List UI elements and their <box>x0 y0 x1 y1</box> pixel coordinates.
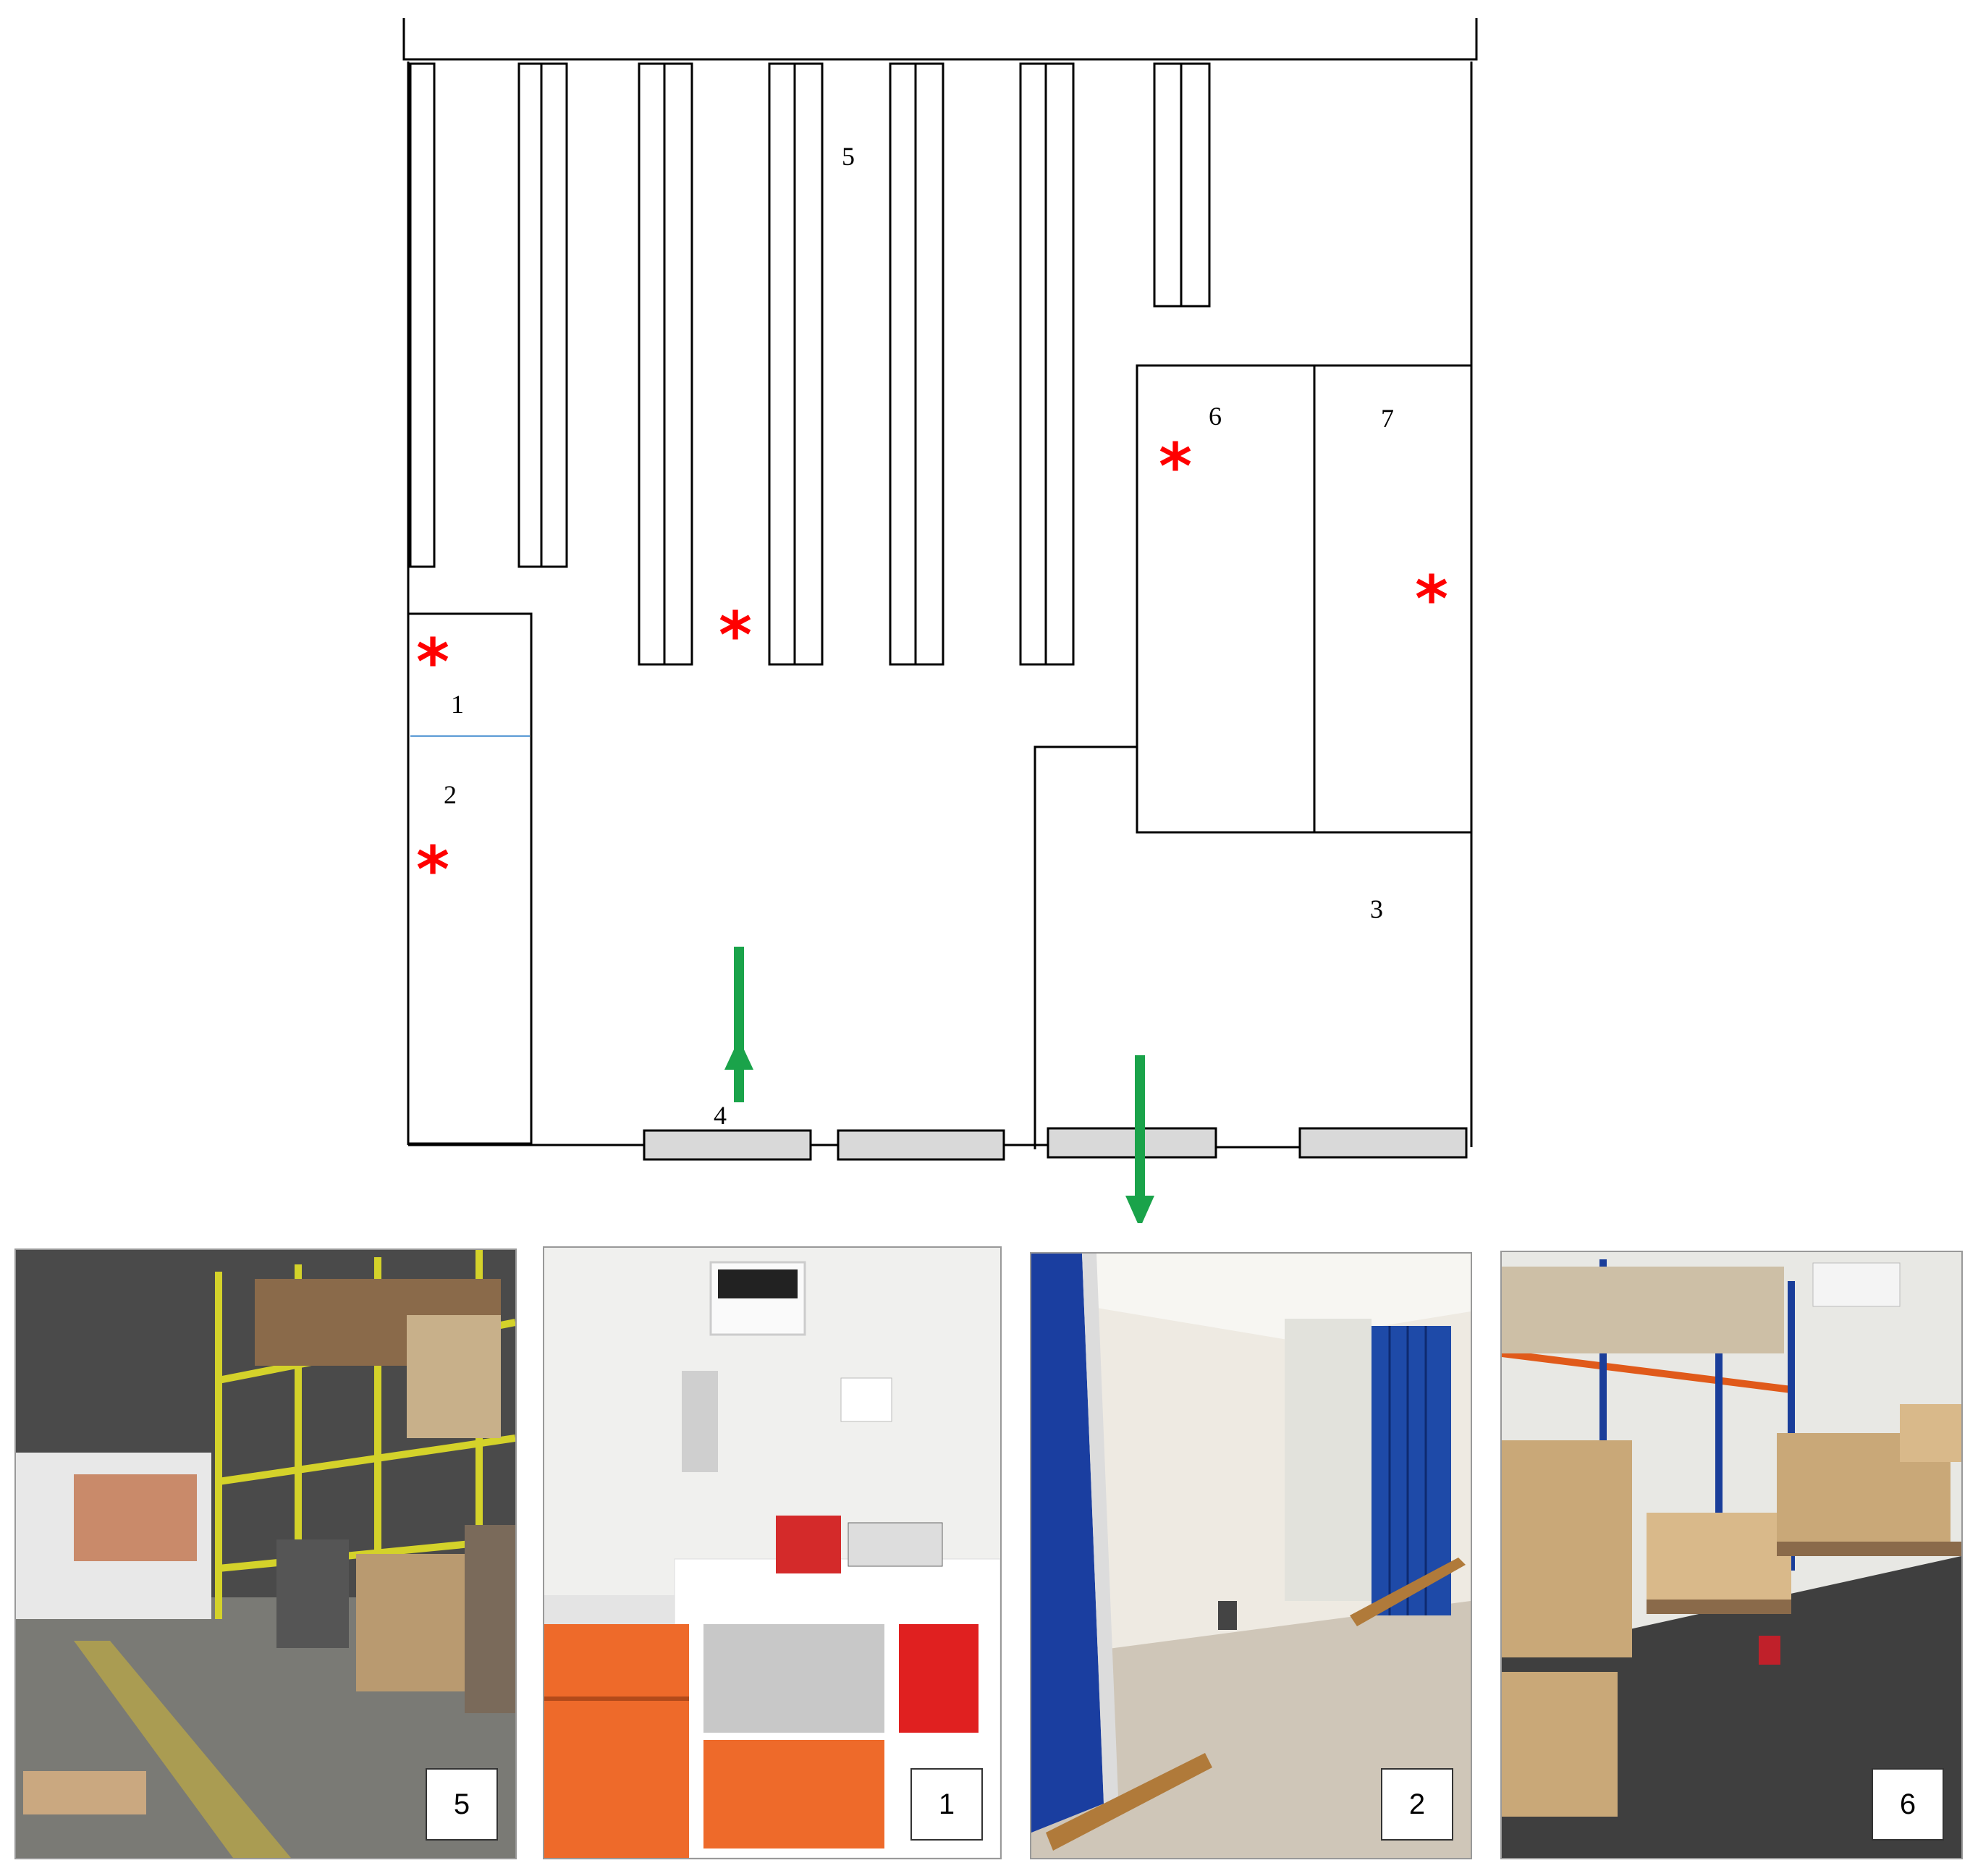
zone-label-1: 1 <box>451 690 464 719</box>
room-3 <box>1034 745 1137 1149</box>
locker-scene <box>1031 1254 1471 1858</box>
sample-marker: * <box>416 625 449 699</box>
rack <box>409 62 436 568</box>
exit-arrow-shaft <box>1135 1055 1145 1214</box>
zone-label-4: 4 <box>714 1101 727 1130</box>
zone-label-5: 5 <box>842 142 855 171</box>
photo-storage-room: 6 <box>1500 1251 1963 1859</box>
photo-badge-2: 2 <box>1381 1768 1453 1841</box>
sample-marker: * <box>1159 429 1192 504</box>
sample-marker: * <box>416 832 449 907</box>
sample-marker: * <box>719 598 752 672</box>
zone-label-3: 3 <box>1370 895 1383 924</box>
photo-badge-1: 1 <box>910 1768 983 1841</box>
photo-lab: 1 <box>543 1246 1002 1859</box>
photo-badge-5: 5 <box>426 1768 498 1841</box>
door <box>1298 1127 1468 1159</box>
door <box>837 1129 1005 1161</box>
zone-label-2: 2 <box>444 780 457 809</box>
storage-scene <box>1502 1252 1961 1858</box>
rack <box>517 62 568 568</box>
door <box>643 1129 812 1161</box>
floor-plan: 5 6 7 1 2 3 4 * * * * * <box>402 18 1478 1223</box>
top-wall <box>402 18 1478 61</box>
photo-locker-room: 2 <box>1030 1252 1472 1859</box>
entry-arrow-head <box>724 1039 753 1070</box>
entry-arrow-shaft <box>734 947 744 1102</box>
sample-marker: * <box>1415 562 1448 636</box>
photo-warehouse: 5 <box>14 1248 517 1859</box>
room-1-2 <box>407 612 533 1145</box>
warehouse-scene <box>16 1250 515 1858</box>
zone-label-6: 6 <box>1209 402 1222 431</box>
lab-scene <box>544 1248 1000 1858</box>
door <box>1047 1127 1217 1159</box>
exit-arrow-head <box>1125 1196 1154 1223</box>
zone-label-7: 7 <box>1381 404 1394 433</box>
photo-badge-6: 6 <box>1872 1768 1944 1841</box>
